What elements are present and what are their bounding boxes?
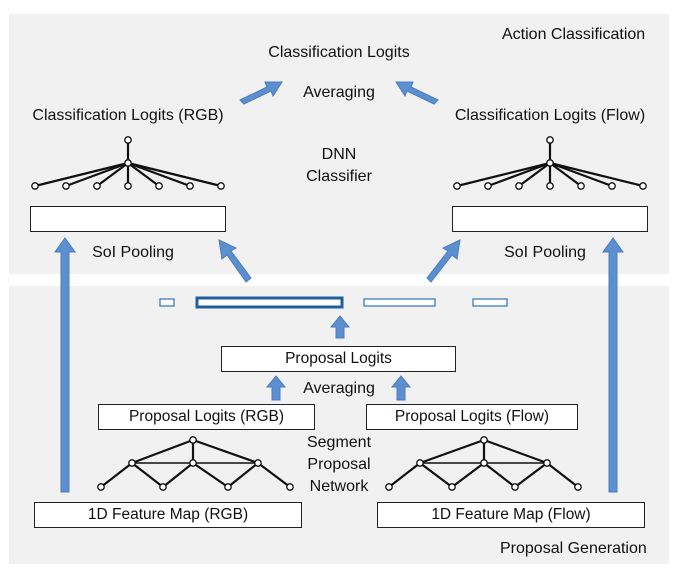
classification-logits-rgb-label: Classification Logits (RGB): [32, 107, 224, 124]
dnn-classifier-label-line2: Classifier: [306, 168, 372, 185]
arrow-proposal-avg-right: [390, 375, 412, 401]
classification-logits-flow-label: Classification Logits (Flow): [454, 107, 646, 124]
segment-proposals: [159, 296, 508, 309]
flow-arrows: [54, 81, 624, 493]
arrow-feature-rgb-up: [54, 237, 76, 493]
pooled-feature-box-rgb: [30, 206, 226, 232]
segment-proposal-1: [159, 298, 175, 307]
proposal-logits-flow-box: Proposal Logits (Flow): [366, 404, 578, 430]
arrow-class-avg-right: [395, 81, 439, 105]
arrow-feature-flow-up: [602, 237, 624, 493]
classification-logits-label: Classification Logits: [268, 44, 410, 61]
arrow-soi-right: [426, 239, 461, 283]
arrow-soi-left: [218, 239, 252, 283]
segment-proposal-network-right-nodes: [385, 436, 582, 491]
proposal-logits-box: Proposal Logits: [221, 346, 456, 372]
segment-proposal-network-left-nodes: [97, 436, 294, 491]
segment-proposal-network-label-line2: Proposal: [307, 456, 371, 473]
arrow-proposal-avg-left: [265, 375, 287, 401]
arrow-class-avg-left: [239, 81, 283, 105]
arrow-proposals-up: [329, 315, 351, 339]
dnn-classifier-left-nodes: [31, 136, 225, 190]
section-label-action-classification: Action Classification: [502, 26, 646, 43]
proposal-logits-rgb-box: Proposal Logits (RGB): [98, 404, 315, 430]
proposal-averaging-label: Averaging: [303, 380, 375, 397]
classification-averaging-label: Averaging: [303, 84, 375, 101]
feature-map-rgb-box: 1D Feature Map (RGB): [34, 502, 302, 528]
dnn-classifier-right-nodes: [453, 136, 647, 190]
feature-map-flow-box: 1D Feature Map (Flow): [377, 502, 645, 528]
segment-proposal-3: [363, 298, 436, 307]
soi-pooling-left-label: SoI Pooling: [92, 244, 174, 261]
segment-proposal-network-label-line3: Network: [309, 478, 369, 495]
soi-pooling-right-label: SoI Pooling: [504, 244, 586, 261]
section-label-proposal-generation: Proposal Generation: [500, 540, 647, 557]
segment-proposal-network-label-line1: Segment: [306, 434, 372, 451]
pooled-feature-box-flow: [452, 206, 648, 232]
dnn-classifier-label-line1: DNN: [321, 146, 357, 163]
segment-proposal-network-left: [100, 438, 291, 488]
segment-proposal-2: [195, 296, 344, 309]
segment-proposal-4: [472, 298, 508, 307]
